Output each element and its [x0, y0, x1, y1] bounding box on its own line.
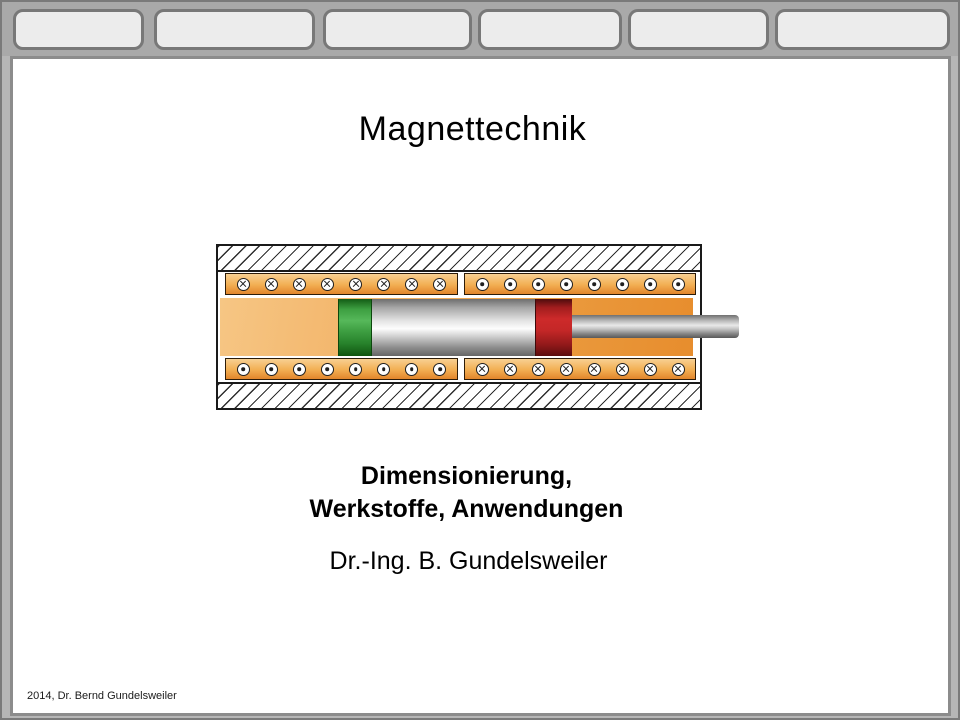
- current-into-page-icon: [292, 277, 306, 291]
- current-out-of-page-icon: [643, 277, 657, 291]
- copyright-footer: 2014, Dr. Bernd Gundelsweiler: [27, 690, 177, 702]
- piston-rod: [572, 315, 739, 338]
- current-into-page-icon: [559, 362, 573, 376]
- subtitle-line-2: Werkstoffe, Anwendungen: [309, 495, 624, 523]
- current-into-page-icon: [671, 362, 685, 376]
- current-out-of-page-icon: [349, 362, 363, 376]
- current-out-of-page-icon: [615, 277, 629, 291]
- current-out-of-page-icon: [671, 277, 685, 291]
- coil-band-bottom-right: [464, 358, 696, 380]
- toolbar-tab-5[interactable]: [628, 9, 769, 50]
- magnet-ring-green: [338, 299, 372, 356]
- slide-title: Magnettechnik: [358, 110, 587, 148]
- current-into-page-icon: [503, 362, 517, 376]
- current-into-page-icon: [405, 277, 419, 291]
- coil-band-bottom-left: [225, 358, 458, 380]
- toolbar-tab-3[interactable]: [323, 9, 472, 50]
- current-into-page-icon: [587, 362, 601, 376]
- coil-band-top-right: [464, 273, 696, 295]
- current-out-of-page-icon: [405, 362, 419, 376]
- current-into-page-icon: [236, 277, 250, 291]
- current-into-page-icon: [264, 277, 278, 291]
- housing-hatch-bottom: [218, 382, 700, 408]
- current-out-of-page-icon: [236, 362, 250, 376]
- current-out-of-page-icon: [587, 277, 601, 291]
- current-out-of-page-icon: [320, 362, 334, 376]
- current-out-of-page-icon: [475, 277, 489, 291]
- actuator-housing: [216, 244, 739, 410]
- toolbar-tab-1[interactable]: [13, 9, 144, 50]
- current-into-page-icon: [320, 277, 334, 291]
- current-out-of-page-icon: [559, 277, 573, 291]
- current-out-of-page-icon: [377, 362, 391, 376]
- toolbar-tab-2[interactable]: [154, 9, 315, 50]
- toolbar-tab-6[interactable]: [775, 9, 950, 50]
- toolbar-tab-4[interactable]: [478, 9, 622, 50]
- current-into-page-icon: [349, 277, 363, 291]
- current-out-of-page-icon: [292, 362, 306, 376]
- current-into-page-icon: [475, 362, 489, 376]
- slide-subtitle: Dimensionierung, Werkstoffe, Anwendungen: [13, 460, 948, 526]
- current-into-page-icon: [643, 362, 657, 376]
- current-into-page-icon: [615, 362, 629, 376]
- toolbar: [2, 2, 958, 56]
- coil-band-top-left: [225, 273, 458, 295]
- subtitle-line-1: Dimensionierung,: [360, 462, 573, 490]
- current-into-page-icon: [377, 277, 391, 291]
- actuator-diagram: [216, 244, 739, 410]
- current-out-of-page-icon: [433, 362, 447, 376]
- magnet-ring-red: [535, 299, 572, 356]
- current-out-of-page-icon: [503, 277, 517, 291]
- current-into-page-icon: [433, 277, 447, 291]
- current-into-page-icon: [531, 362, 545, 376]
- housing-hatch-top: [218, 246, 700, 272]
- armature-cylinder: [372, 299, 535, 356]
- slide-canvas: Magnettechnik Dimensionierung, Werkstoff…: [10, 56, 951, 716]
- current-out-of-page-icon: [264, 362, 278, 376]
- author-line: Dr.-Ing. B. Gundelsweiler: [329, 547, 608, 575]
- current-out-of-page-icon: [531, 277, 545, 291]
